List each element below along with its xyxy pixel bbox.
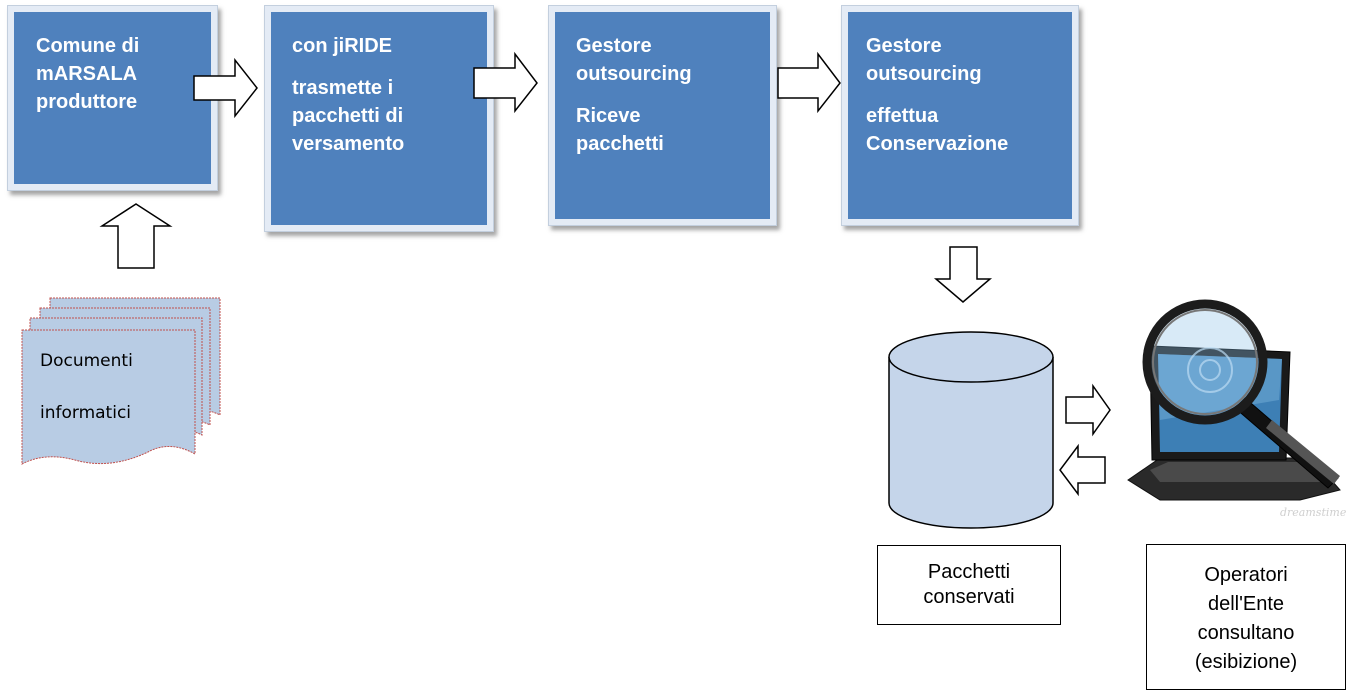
step-line: produttore xyxy=(36,91,138,113)
arrow-right-icon xyxy=(777,51,841,114)
arrow-down-icon xyxy=(933,246,993,303)
arrow-right-icon xyxy=(193,57,258,119)
operators-label-line: Operatori xyxy=(1204,564,1288,586)
operators-label-line: dell'Ente xyxy=(1207,593,1285,615)
step-line: con jiRIDE xyxy=(292,35,393,57)
step-line: outsourcing xyxy=(866,63,982,85)
step-sub-line: effettua xyxy=(866,105,939,127)
storage-label-line: Pacchetti xyxy=(927,561,1011,583)
step-line: mARSALA xyxy=(36,63,138,85)
documents-label-line2: informatici xyxy=(40,403,132,423)
step-box-preserve: Gestore outsourcing effettua Conservazio… xyxy=(848,12,1072,219)
step-sub-line: trasmette i xyxy=(292,77,394,99)
document-stack-icon xyxy=(21,297,221,465)
storage-label-box: Pacchetti conservati xyxy=(877,545,1061,625)
database-cylinder-icon xyxy=(888,331,1054,529)
documents-label-line1: Documenti xyxy=(40,351,133,371)
arrow-right-icon xyxy=(1065,383,1111,437)
step-sub-line: Conservazione xyxy=(866,133,1009,155)
step-sub-line: versamento xyxy=(292,133,405,155)
step-line: Gestore xyxy=(576,35,652,57)
step-line: outsourcing xyxy=(576,63,692,85)
operators-label-line: consultano xyxy=(1197,622,1295,644)
step-sub-line: Riceve xyxy=(576,105,641,127)
arrow-left-icon xyxy=(1059,443,1106,497)
operators-label-line: (esibizione) xyxy=(1194,651,1298,673)
arrow-up-icon xyxy=(99,203,173,269)
step-sub-line: pacchetti xyxy=(576,133,664,155)
step-box-transmit: con jiRIDE trasmette i pacchetti di vers… xyxy=(271,12,487,225)
storage-label-line: conservati xyxy=(923,586,1015,608)
operators-label-box: Operatori dell'Ente consultano (esibizio… xyxy=(1146,544,1346,690)
watermark: dreamstime xyxy=(1280,506,1347,519)
step-sub-line: pacchetti di xyxy=(292,105,404,127)
step-line: Comune di xyxy=(36,35,140,57)
laptop-magnifier-icon xyxy=(1127,299,1341,501)
step-box-receive: Gestore outsourcing Riceve pacchetti xyxy=(555,12,770,219)
step-box-producer: Comune di mARSALA produttore xyxy=(14,12,211,184)
step-line: Gestore xyxy=(866,35,942,57)
arrow-right-icon xyxy=(473,51,538,114)
